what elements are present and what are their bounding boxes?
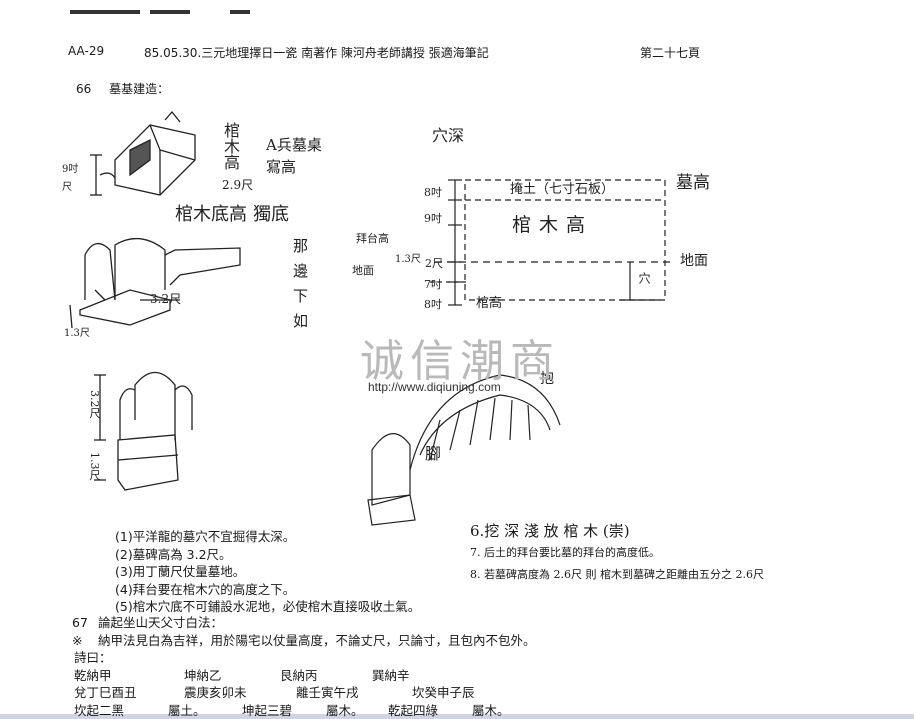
poem-cell: 乾納甲: [74, 667, 112, 683]
page-id: AA-29: [68, 44, 105, 58]
note-item: 7. 后土的拜台要比墓的拜台的高度低。: [470, 546, 660, 559]
poem-cell: 乾起四綠: [388, 702, 439, 718]
watermark-logo: 诚信潮商: [360, 336, 560, 387]
handwritten-notes: 6.挖 深 淺 放 棺 木 (崇) 7. 后土的拜台要比墓的拜台的高度低。 8.…: [470, 520, 764, 586]
poem-cell: 離壬寅午戌: [296, 685, 359, 700]
section-66-heading: 66 墓基建造：: [76, 80, 169, 97]
grave-mound-sketch: [367, 374, 561, 526]
label-ji: 腳: [425, 444, 442, 463]
grave-wall-sketch: [69, 238, 241, 329]
label-a: A兵墓桌: [266, 136, 322, 154]
poem-cell: 屬土。: [168, 702, 206, 718]
label-bao: 抱: [540, 371, 554, 387]
section-title: 墓基建造：: [109, 82, 170, 96]
list-item: (3)用丁蘭尺仗量墓地。: [115, 564, 246, 579]
section-67-number: 67: [72, 615, 88, 630]
watermark-url: http://www.diqiuning.com: [368, 380, 501, 394]
note-item: 6.挖 深 淺 放 棺 木 (崇): [470, 522, 630, 540]
label-ground-left: 地面: [352, 264, 374, 277]
poem-cell: 屬木。: [326, 702, 364, 718]
label-ground-right: 地面: [680, 253, 708, 269]
poem-cell: 屬木。: [472, 702, 510, 718]
note-mark: ※: [72, 632, 83, 648]
label-coffin-wood-height: 棺木高: [512, 214, 594, 236]
dim-8b: 8吋: [424, 298, 442, 311]
list-item: (5)棺木穴底不可鋪設水泥地，必使棺木直接吸收土氣。: [115, 599, 421, 614]
list-item: (4)拜台要在棺木穴的高度之下。: [115, 581, 296, 597]
list-item: (1)平洋龍的墓穴不宜掘得太深。: [115, 529, 296, 544]
label-pit-depth: 穴深: [432, 126, 465, 145]
poem-cell: 兌丁巳酉丑: [74, 685, 137, 700]
poem-cell: 艮納丙: [280, 667, 318, 683]
section-67-line1: 納甲法見白為吉祥，用於陽宅以仗量高度，不論丈尺，只論寸，且包內不包外。: [98, 632, 536, 648]
dim-2: 2尺: [425, 257, 443, 270]
label-a2: 寫高: [266, 158, 297, 176]
label-coffin-height: 棺木高: [221, 122, 240, 170]
dim-13b: 1.3尺: [64, 328, 90, 339]
section-number: 66: [76, 82, 92, 96]
page-header: AA-29 85.05.30.三元地理擇日一瓷 南著作 陳河舟老師講授 張適海筆…: [68, 44, 888, 64]
vertical-note: 那邊下如: [291, 238, 309, 338]
dim-32v: 3.2尺: [88, 390, 101, 419]
top-mark: [70, 10, 140, 14]
top-mark: [150, 10, 190, 14]
section-67-title: 論起坐山天父寸白法：: [98, 615, 224, 630]
dim-99: 9吋: [62, 164, 79, 175]
dim-9: 9吋: [424, 212, 442, 225]
label-grave-height: 墓高: [676, 173, 710, 193]
label-tilt: 獨底: [253, 204, 289, 225]
poem-cell: 坤納乙: [184, 667, 222, 683]
poem-cell: 坎起二黑: [74, 702, 125, 718]
page-number: 第二十七頁: [640, 46, 701, 60]
top-mark: [230, 10, 250, 14]
label-coffin-bottom: 棺木底高: [175, 204, 247, 225]
poem-cell: 坎癸申子辰: [412, 685, 475, 700]
label-hole: 穴: [637, 272, 651, 284]
numbered-list: (1)平洋龍的墓穴不宜掘得太深。 (2)墓碑高為 3.2尺。 (3)用丁蘭尺仗量…: [115, 528, 420, 616]
dim-13: 1.3尺: [395, 254, 421, 265]
pit-depth-diagram: [430, 179, 675, 306]
header-title: 85.05.30.三元地理擇日一瓷 南著作 陳河舟老師講授 張適海筆記: [144, 46, 489, 60]
note-item: 8. 若墓碑高度為 2.6尺 則 棺木到墓碑之距離由五分之 2.6尺: [470, 568, 764, 581]
poem-cell: 坤起三碧: [242, 702, 293, 718]
poem-cell: 巽納辛: [372, 667, 410, 683]
dim-13c: 1.3尺: [88, 452, 101, 481]
dim-side: 尺: [62, 182, 72, 193]
label-coffin-height-value: 2.9尺: [222, 178, 254, 192]
list-item: (2)墓碑高為 3.2尺。: [115, 546, 232, 562]
dim-7: 7吋: [424, 278, 442, 291]
label-fill-soil: 掩土（七寸石板）: [510, 182, 615, 197]
bottom-edge: [0, 714, 914, 719]
coffin-box-sketch: [90, 110, 196, 196]
dim-32: 3.2尺: [150, 292, 182, 306]
poem-cell: 震庚亥卯未: [184, 685, 247, 700]
tombstone-sketch: [94, 371, 193, 491]
label-floor-height: 棺高: [476, 296, 503, 311]
label-platform: 拜台高: [356, 232, 389, 245]
poem-label: 詩曰：: [74, 650, 112, 665]
dim-8a: 8吋: [424, 186, 442, 199]
